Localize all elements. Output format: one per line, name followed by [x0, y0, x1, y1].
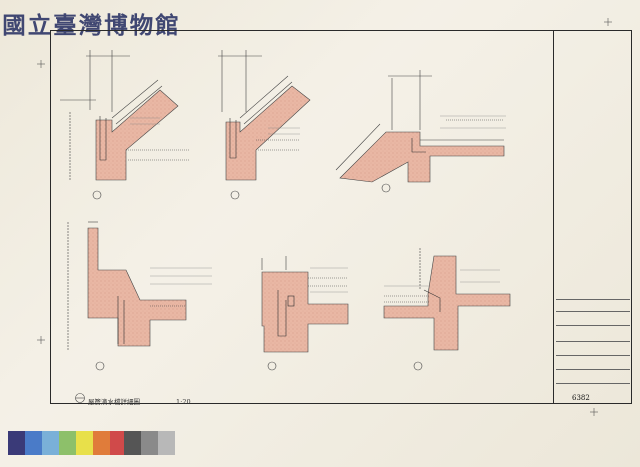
title-block-cell	[556, 342, 630, 356]
swatch	[141, 431, 158, 455]
color-calibration-strip	[8, 431, 127, 455]
caption-title: 屋簷滴水檔詳細圖	[88, 398, 140, 406]
title-block-cell	[556, 326, 630, 342]
swatch	[25, 431, 42, 455]
swatch	[42, 431, 59, 455]
swatch	[124, 431, 141, 455]
drawing-caption: 屋簷滴水檔詳細圖 1:20	[88, 396, 191, 406]
drawing-number: 6382	[572, 394, 590, 402]
detail-5	[261, 256, 349, 371]
swatch	[93, 431, 110, 455]
detail-3	[335, 70, 505, 193]
title-block-cell	[556, 300, 630, 312]
detail-4	[67, 221, 187, 371]
title-block-divider	[553, 30, 554, 404]
title-block-cell	[556, 356, 630, 370]
detail-1	[60, 50, 190, 200]
detail-2	[218, 50, 311, 200]
annotation-leaders	[130, 115, 506, 293]
caption-scale: 1:20	[176, 398, 191, 406]
swatch	[8, 431, 25, 455]
title-block-cell	[556, 284, 630, 300]
title-block-cell	[556, 370, 630, 384]
swatch	[76, 431, 93, 455]
museum-watermark: 國立臺灣博物館	[2, 12, 181, 39]
swatch	[110, 431, 127, 455]
detail-6	[383, 248, 511, 371]
swatch	[59, 431, 76, 455]
drawing-border	[50, 30, 632, 404]
gray-calibration-strip	[124, 431, 175, 455]
caption-symbol	[75, 393, 85, 403]
swatch	[158, 431, 175, 455]
registration-marks	[37, 18, 612, 416]
title-block-cell	[556, 312, 630, 326]
